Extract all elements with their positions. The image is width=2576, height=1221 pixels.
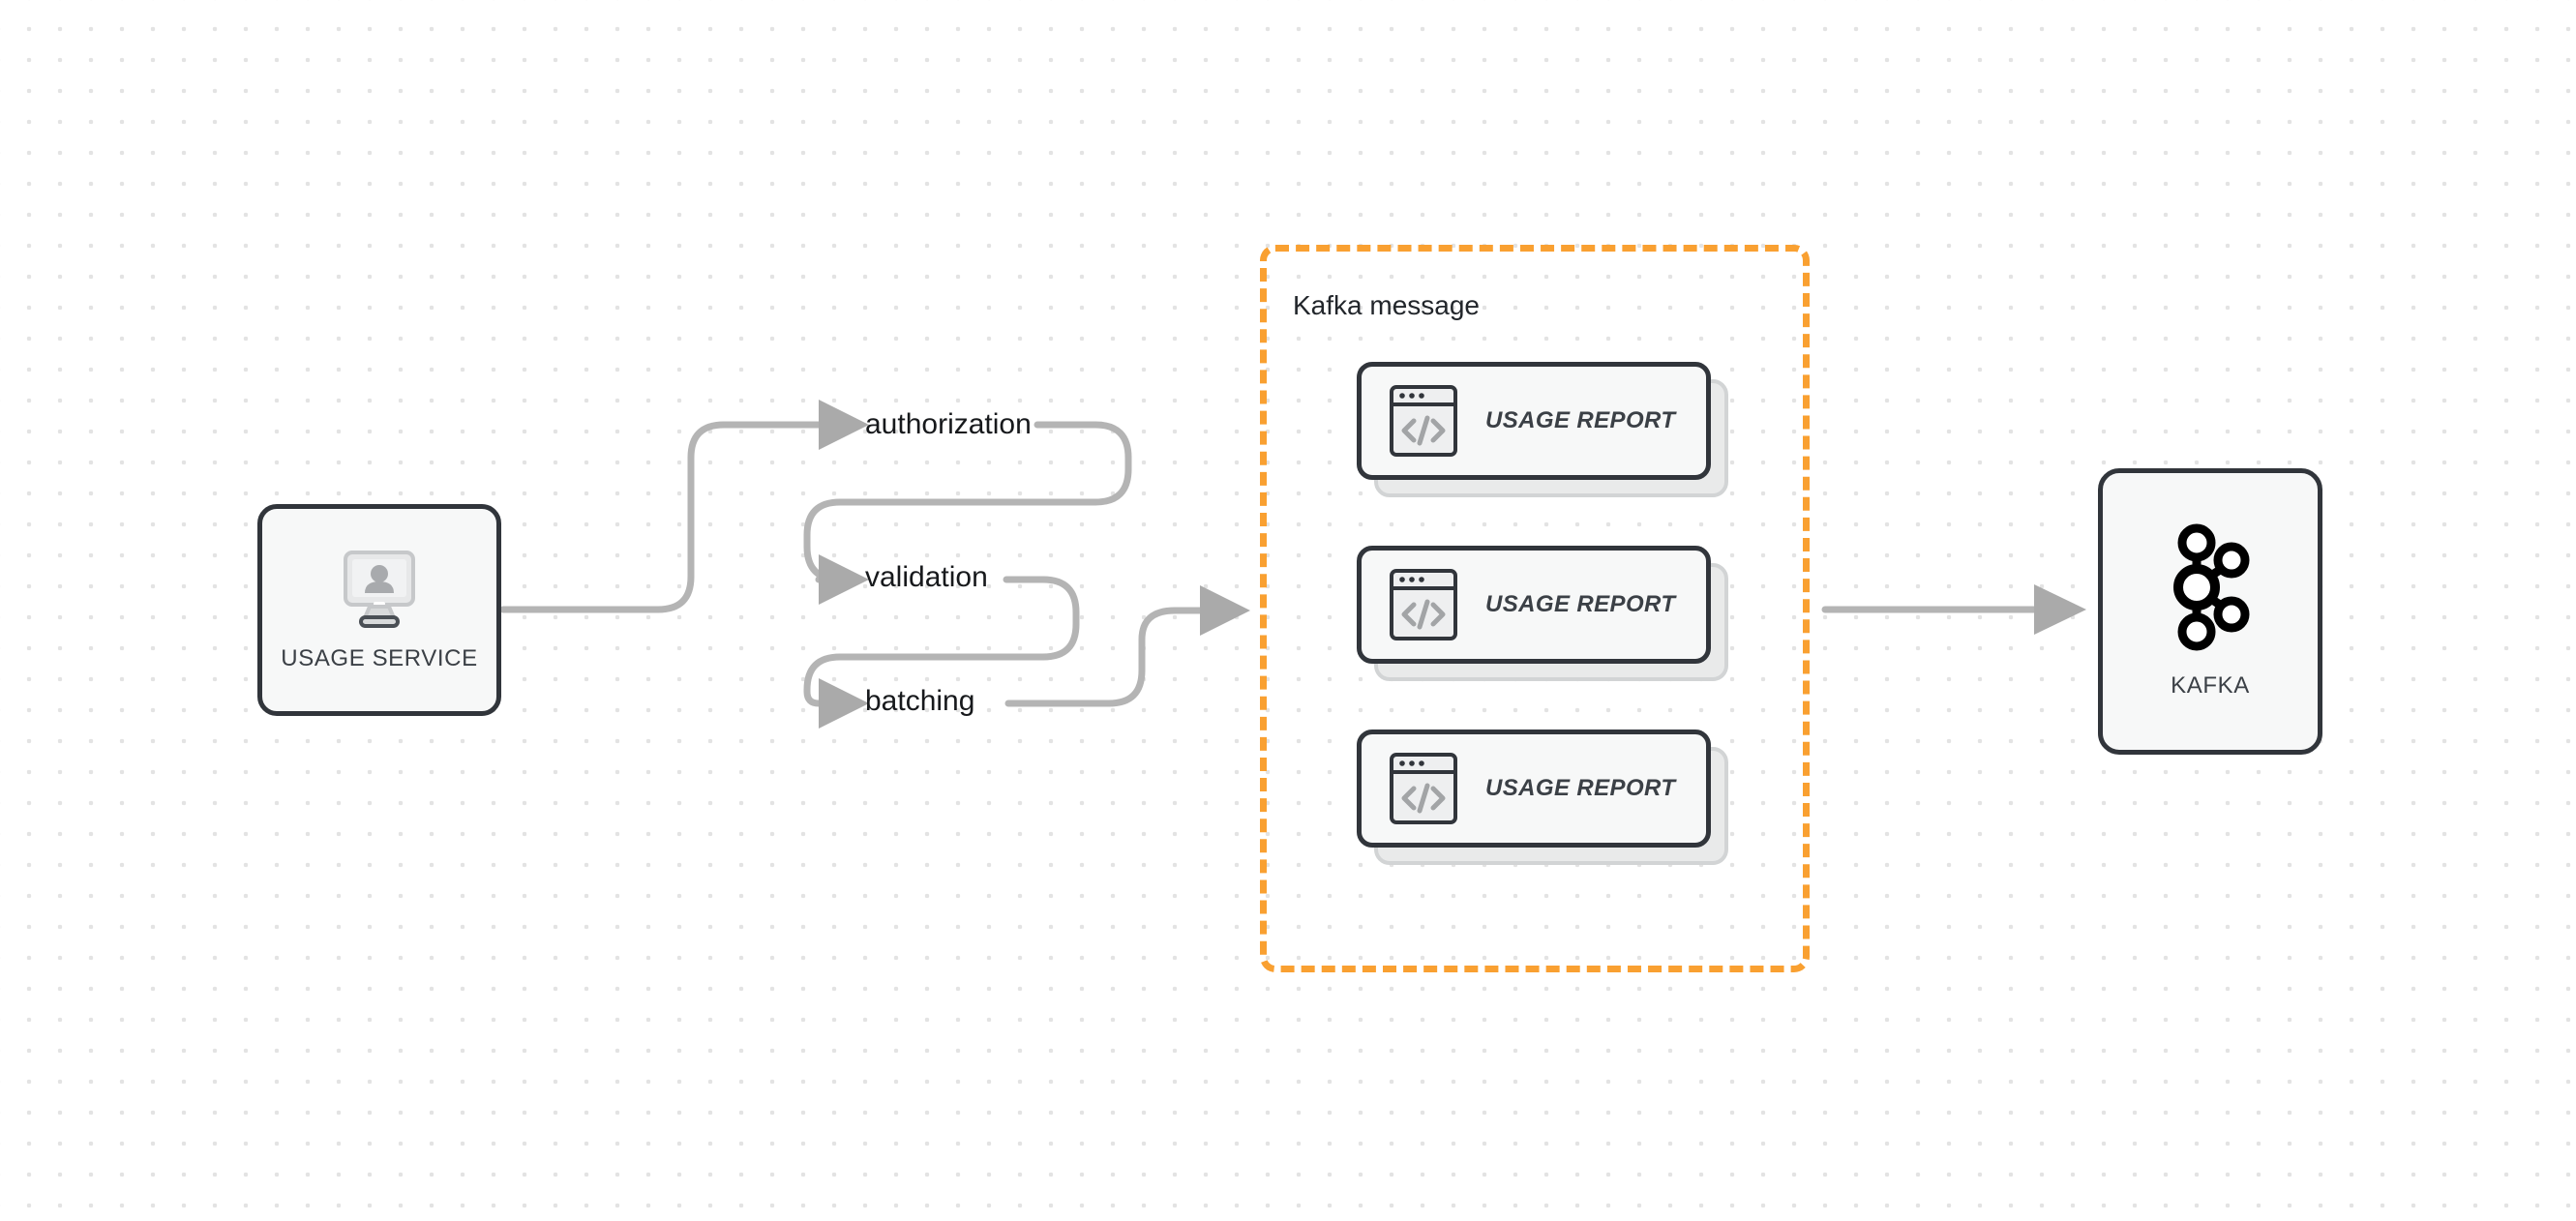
group-kafka-message xyxy=(1260,245,1810,972)
monitor-user-icon xyxy=(344,550,415,628)
stage-label-authorization: authorization xyxy=(865,408,1032,440)
stage-label-validation: validation xyxy=(865,561,988,593)
node-kafka-label: KAFKA xyxy=(2171,672,2250,699)
stage-label-batching: batching xyxy=(865,685,975,717)
usage-report-card[interactable]: USAGE REPORT xyxy=(1357,730,1728,865)
connector-kafka-message-to-kafka xyxy=(1821,584,2086,635)
card-face[interactable]: USAGE REPORT xyxy=(1357,546,1711,664)
card-face[interactable]: USAGE REPORT xyxy=(1357,730,1711,848)
usage-report-card[interactable]: USAGE REPORT xyxy=(1357,546,1728,681)
node-usage-service-label: USAGE SERVICE xyxy=(281,644,478,671)
kafka-logo-icon xyxy=(2173,523,2250,651)
connector-batching-to-kafka-message xyxy=(1004,585,1250,707)
group-kafka-message-title: Kafka message xyxy=(1293,290,1480,320)
usage-report-card-label: USAGE REPORT xyxy=(1485,591,1676,617)
usage-report-card[interactable]: USAGE REPORT xyxy=(1357,362,1728,497)
node-kafka[interactable]: KAFKA xyxy=(2098,468,2322,755)
code-window-icon xyxy=(1390,385,1457,457)
code-window-icon xyxy=(1390,753,1457,824)
usage-report-card-label: USAGE REPORT xyxy=(1485,407,1676,433)
node-usage-service[interactable]: USAGE SERVICE xyxy=(257,504,501,716)
card-face[interactable]: USAGE REPORT xyxy=(1357,362,1711,480)
code-window-icon xyxy=(1390,569,1457,640)
usage-report-card-label: USAGE REPORT xyxy=(1485,775,1676,801)
connector-usage-service-to-authorization xyxy=(499,400,869,613)
